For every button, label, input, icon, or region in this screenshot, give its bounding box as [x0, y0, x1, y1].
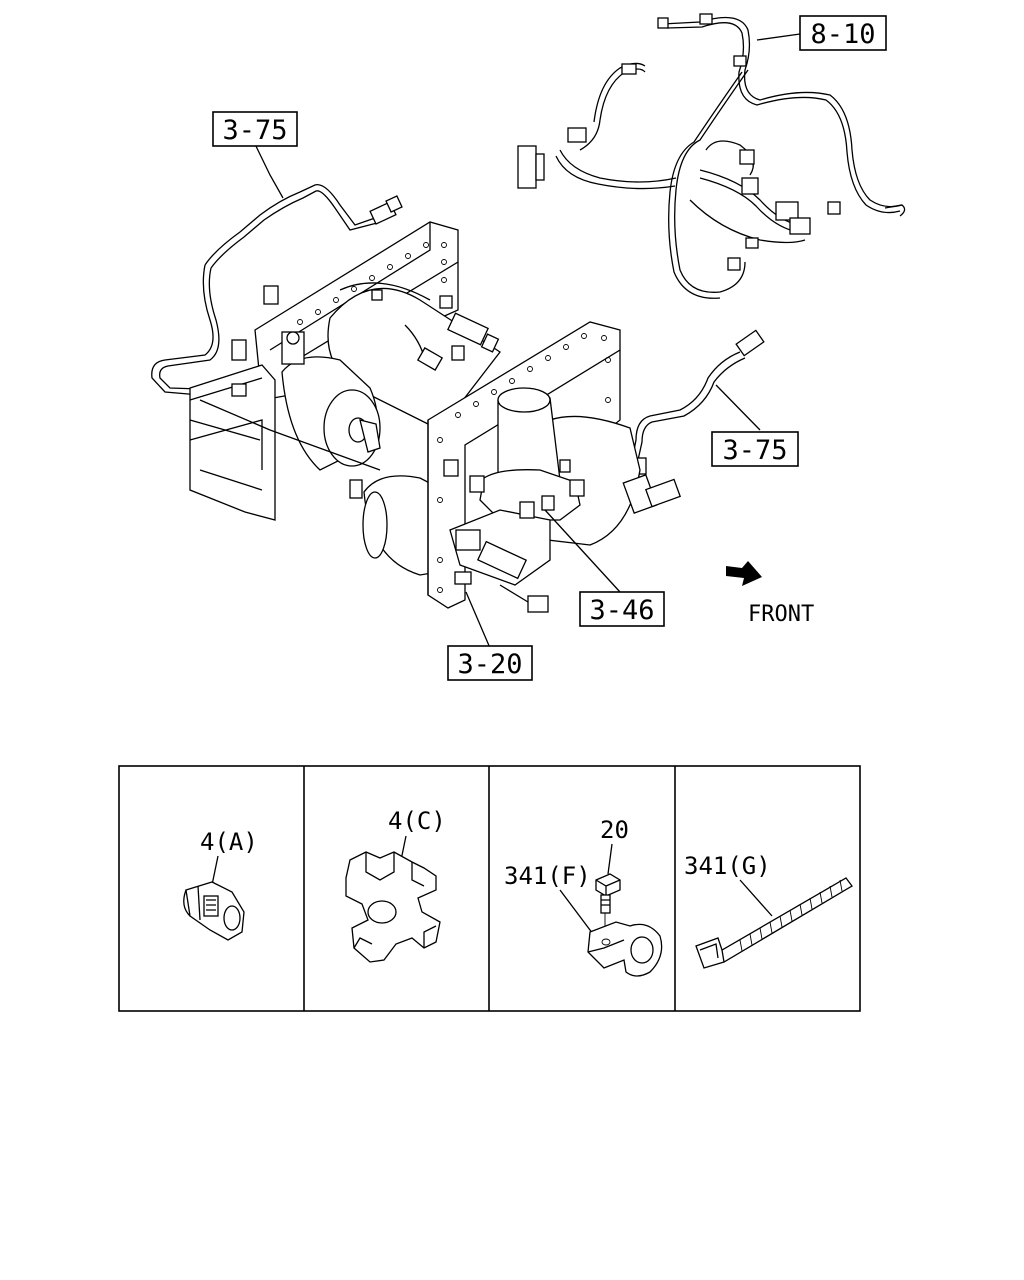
leader-dryer [544, 509, 621, 593]
callout-label-3-46: 3-46 [589, 595, 654, 626]
part-label-4c: 4(C) [388, 807, 446, 835]
callout-label-3-75-right: 3-75 [722, 435, 787, 466]
front-label: FRONT [748, 602, 814, 627]
parts-panel-4c: 4(C) [345, 807, 446, 963]
front-arrow-icon [726, 561, 762, 586]
air-processing-unit [189, 221, 682, 613]
leader-bracket [465, 591, 491, 649]
parts-table [118, 765, 861, 1012]
cable-tie-icon [695, 877, 853, 969]
callout-label-3-20: 3-20 [457, 649, 522, 680]
clip-4a-icon [183, 881, 245, 941]
callout-3-75-right: 3-75 [711, 431, 799, 467]
part-label-341f: 341(F) [504, 862, 591, 890]
clamp-341f-icon [587, 921, 663, 977]
callout-label-8-10: 8-10 [810, 19, 875, 50]
callout-3-20: 3-20 [447, 645, 533, 681]
parts-panel-4a: 4(A) [183, 828, 258, 941]
bolt-icon [595, 873, 621, 935]
wiring-harness [517, 13, 906, 299]
front-direction-indicator: FRONT [726, 561, 814, 627]
callout-3-46: 3-46 [579, 591, 665, 627]
parts-panel-341f: 20 341(F) [504, 816, 663, 977]
callout-8-10: 8-10 [799, 15, 887, 51]
part-label-4a: 4(A) [200, 828, 258, 856]
parts-panel-341g: 341(G) [684, 852, 853, 969]
callout-label-3-75-left: 3-75 [222, 115, 287, 146]
part-label-20: 20 [600, 816, 629, 844]
clip-4c-icon [345, 851, 441, 963]
callout-3-75-left: 3-75 [212, 111, 298, 147]
part-label-341g: 341(G) [684, 852, 771, 880]
